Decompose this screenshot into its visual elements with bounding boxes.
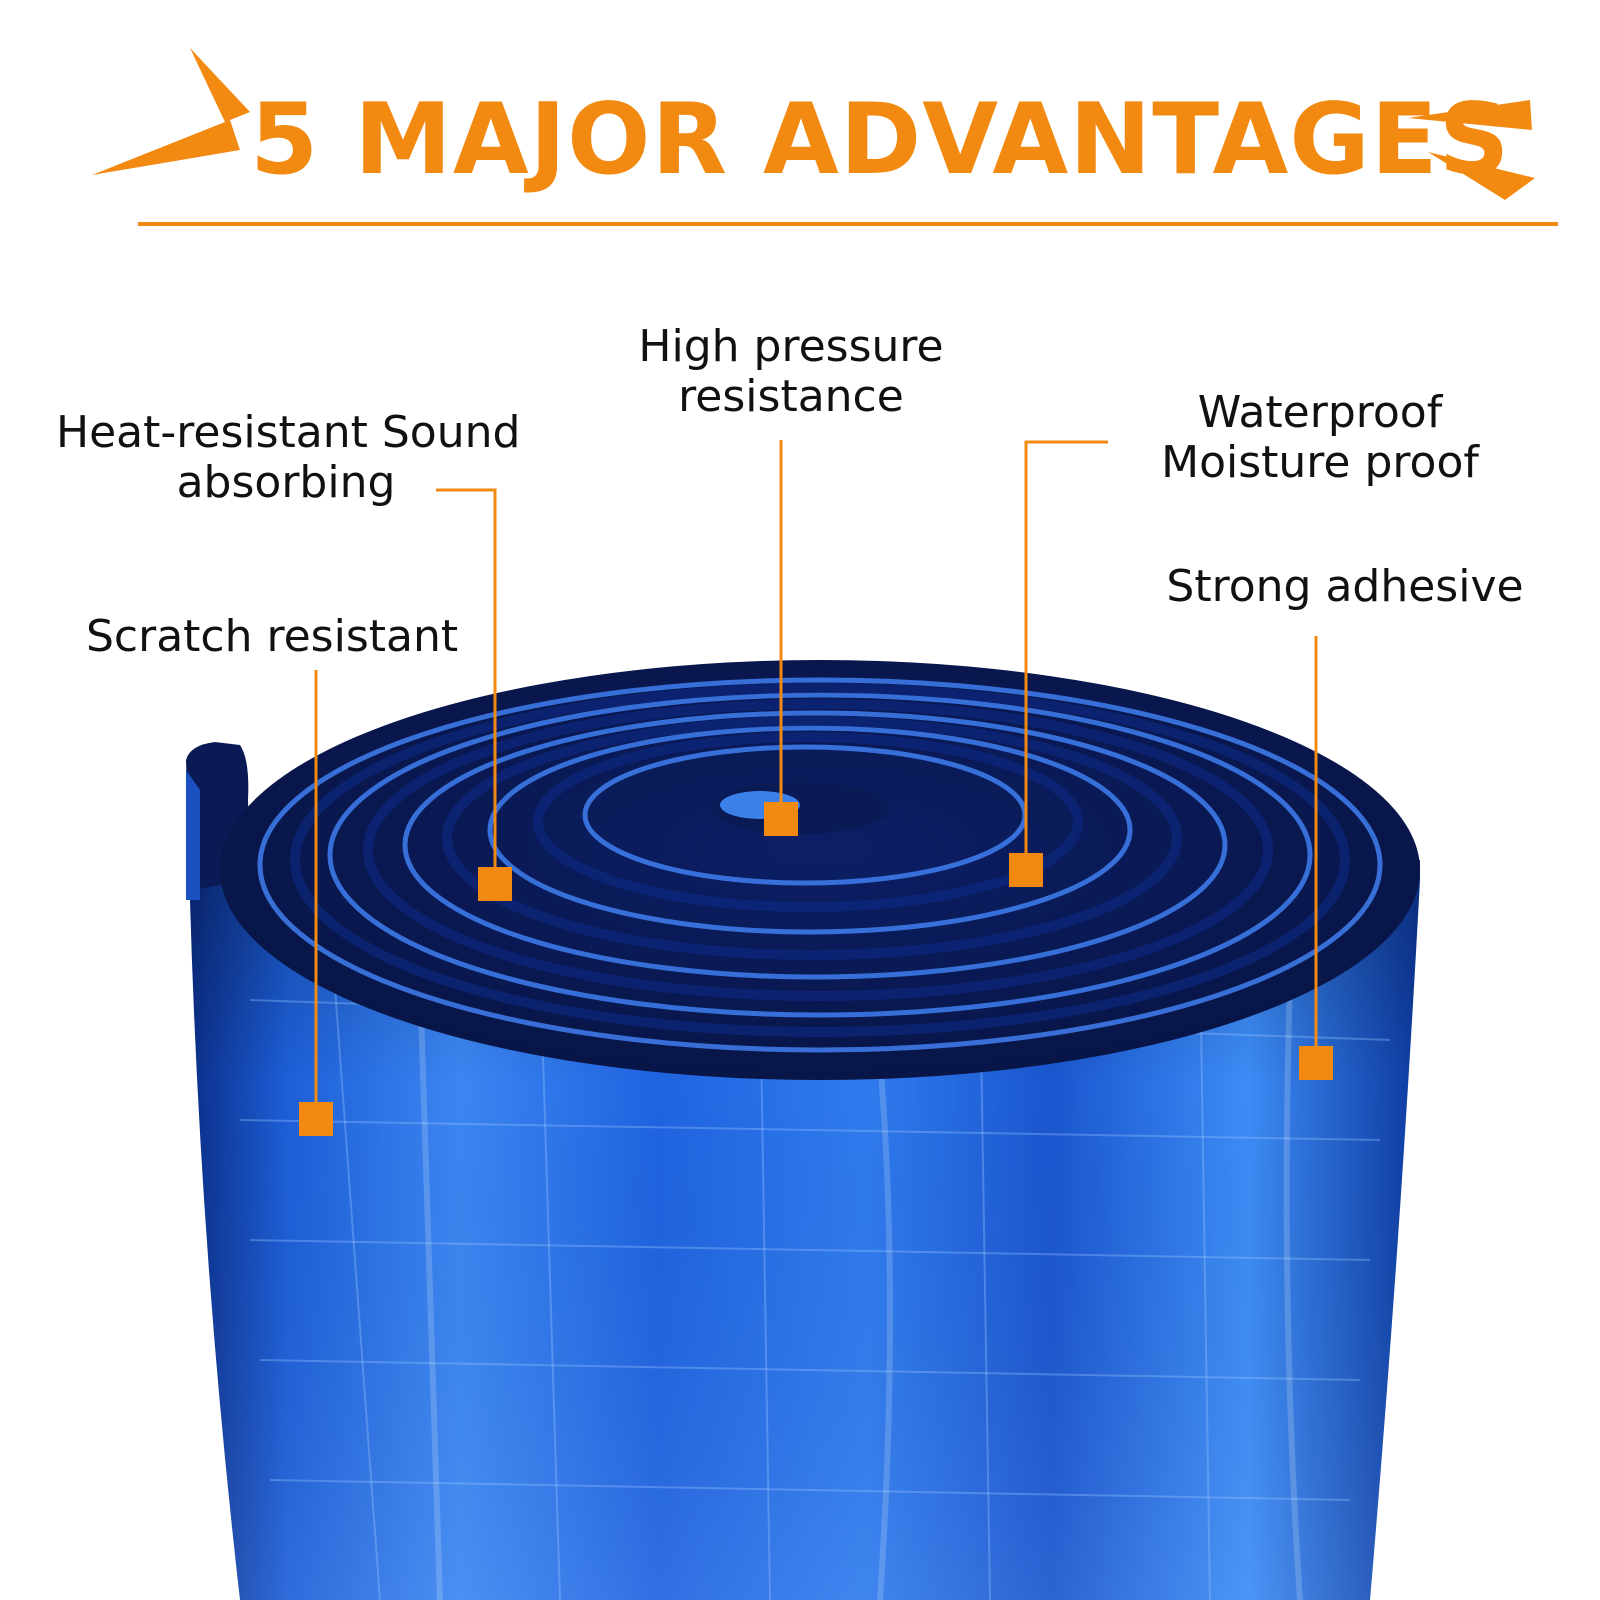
- page-title: 5 MAJOR ADVANTAGES: [250, 83, 1511, 197]
- marker-high-pressure: [764, 802, 798, 836]
- marker-heat-resistant: [478, 867, 512, 901]
- callout-strong-adhesive: Strong adhesive: [1160, 562, 1530, 612]
- callout-line: Heat-resistant Sound: [56, 407, 521, 458]
- callout-line: resistance: [678, 371, 904, 422]
- callout-high-pressure: High pressure resistance: [636, 322, 946, 422]
- title-arrow-right-icon: [1408, 100, 1535, 200]
- marker-scratch-resistant: [299, 1102, 333, 1136]
- callout-line: Waterproof: [1197, 387, 1443, 438]
- callout-line: absorbing: [176, 457, 396, 508]
- marker-strong-adhesive: [1299, 1046, 1333, 1080]
- callout-line: Scratch resistant: [86, 611, 459, 662]
- callout-scratch-resistant: Scratch resistant: [86, 611, 459, 662]
- callout-line: Strong adhesive: [1166, 561, 1524, 612]
- marker-waterproof: [1009, 853, 1043, 887]
- callout-waterproof: Waterproof Moisture proof: [1150, 388, 1490, 488]
- callout-line: High pressure: [638, 321, 944, 372]
- callout-heat-resistant: Heat-resistant Sound absorbing: [56, 407, 521, 508]
- title-divider: [138, 222, 1558, 226]
- title-arrow-left-icon: [92, 48, 250, 175]
- callout-line: Moisture proof: [1161, 437, 1479, 488]
